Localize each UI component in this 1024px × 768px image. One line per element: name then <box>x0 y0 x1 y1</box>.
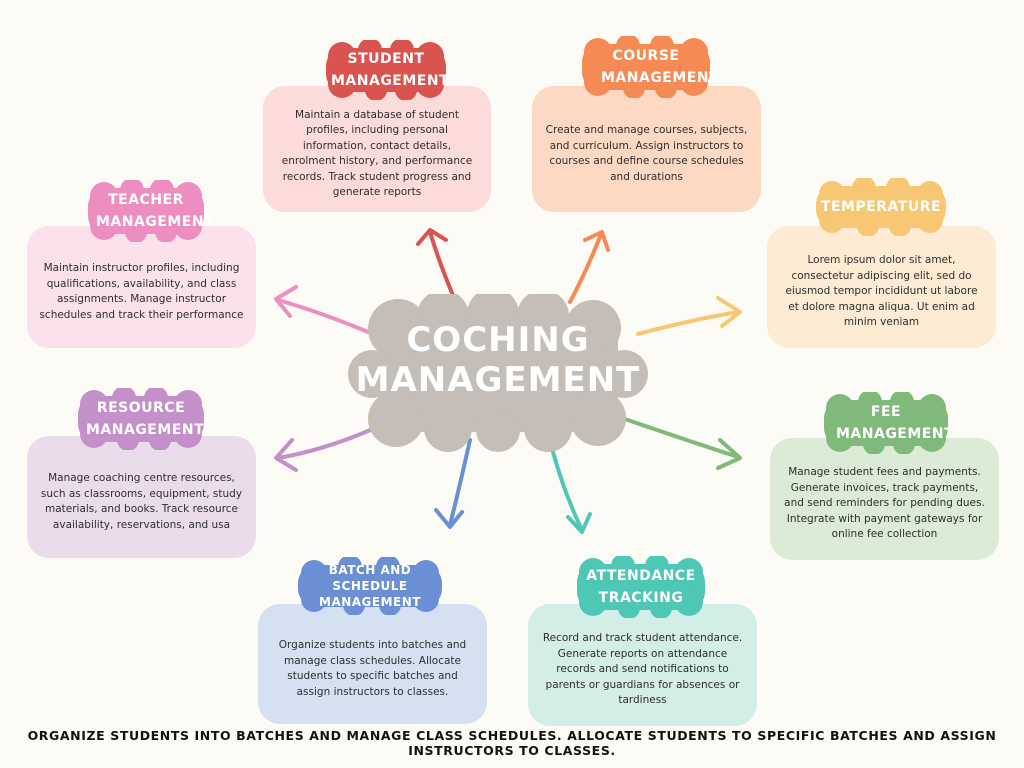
course-description: Create and manage courses, subjects, and… <box>545 124 748 183</box>
central-cloud <box>348 294 648 452</box>
fee-title: FEE MANAGEMENT <box>836 404 955 442</box>
arrow-fee <box>620 416 742 470</box>
arrow-resource <box>274 426 377 472</box>
student-title: STUDENT MANAGEMENT <box>331 51 450 89</box>
student-card: Maintain a database of student profiles,… <box>263 86 491 212</box>
batch-title-badge: BATCH AND SCHEDULE MANAGEMENT <box>292 557 448 615</box>
student-description: Maintain a database of student profiles,… <box>281 108 473 199</box>
temperature-description: Lorem ipsum dolor sit amet, consectetur … <box>785 254 978 329</box>
teacher-blob <box>88 180 204 242</box>
teacher-card: Maintain instructor profiles, including … <box>27 226 256 348</box>
temperature-card: Lorem ipsum dolor sit amet, consectetur … <box>767 226 996 348</box>
course-card: Create and manage courses, subjects, and… <box>532 86 761 212</box>
arrow-course <box>568 230 610 304</box>
attendance-card: Record and track student attendance. Gen… <box>528 604 757 726</box>
course-title-badge: COURSE MANAGEMENT <box>576 36 720 98</box>
resource-card: Manage coaching centre resources, such a… <box>27 436 256 558</box>
arrow-student <box>416 228 457 302</box>
student-blob <box>326 40 446 100</box>
batch-card: Organize students into batches and manag… <box>258 604 487 724</box>
batch-description: Organize students into batches and manag… <box>278 639 467 698</box>
student-title-badge: STUDENT MANAGEMENT <box>320 40 452 100</box>
footer-caption: ORGANIZE STUDENTS INTO BATCHES AND MANAG… <box>27 728 997 758</box>
attendance-description: Record and track student attendance. Gen… <box>542 632 743 707</box>
course-blob <box>582 36 710 98</box>
arrow-attendance <box>551 450 592 534</box>
teacher-title-badge: TEACHER MANAGEMENT <box>82 180 215 242</box>
teacher-title: TEACHER MANAGEMENT <box>96 192 215 230</box>
attendance-title: ATTENDANCE TRACKING <box>586 568 696 606</box>
batch-blob <box>298 557 442 615</box>
teacher-description: Maintain instructor profiles, including … <box>39 262 244 321</box>
resource-description: Manage coaching centre resources, such a… <box>40 472 243 531</box>
central-title: COCHING MANAGEMENT <box>355 320 641 400</box>
temperature-title-badge: TEMPERATURE <box>810 178 952 236</box>
fee-title-badge: FEE MANAGEMENT <box>818 392 954 454</box>
arrow-teacher <box>274 285 370 334</box>
resource-blob <box>78 388 204 450</box>
temperature-blob <box>816 178 946 236</box>
batch-title: BATCH AND SCHEDULE MANAGEMENT <box>319 563 421 609</box>
fee-card: Manage student fees and payments. Genera… <box>770 438 999 560</box>
course-title: COURSE MANAGEMENT <box>601 48 720 86</box>
arrow-batch <box>434 438 472 529</box>
attendance-title-badge: ATTENDANCE TRACKING <box>571 556 711 618</box>
resource-title: RESOURCE MANAGEMENT <box>86 400 205 438</box>
temperature-title: TEMPERATURE <box>820 199 942 215</box>
resource-title-badge: RESOURCE MANAGEMENT <box>72 388 210 450</box>
fee-description: Manage student fees and payments. Genera… <box>784 466 985 541</box>
fee-blob <box>824 392 948 454</box>
attendance-blob <box>577 556 705 618</box>
arrow-temperature <box>636 296 742 336</box>
